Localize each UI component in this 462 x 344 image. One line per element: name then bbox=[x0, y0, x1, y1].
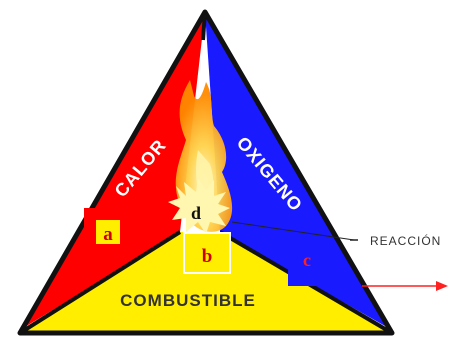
marker-d: d bbox=[191, 203, 201, 223]
marker-b: b bbox=[202, 246, 213, 267]
ridge-center bbox=[203, 12, 205, 40]
reaction-label: REACCIÓN bbox=[370, 233, 441, 248]
marker-a: a bbox=[103, 224, 113, 245]
marker-c: c bbox=[303, 250, 311, 270]
reaction-arrow-head bbox=[436, 281, 448, 291]
label-combustible: COMBUSTIBLE bbox=[120, 291, 256, 310]
